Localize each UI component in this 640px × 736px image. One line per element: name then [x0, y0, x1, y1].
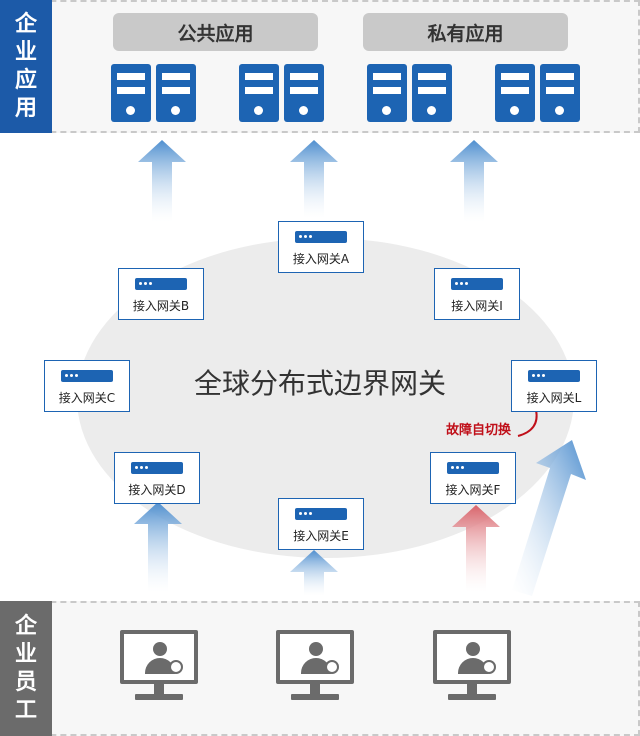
failover-label: 故障自切换: [446, 423, 512, 438]
server-icon: [284, 64, 324, 122]
gateway-icon: [295, 508, 347, 520]
gateway-icon: [528, 370, 580, 382]
enterprise-apps-tag: 企业应用: [0, 0, 52, 133]
gateway-icon: [61, 370, 113, 382]
gateway-d: 接入网关D: [114, 452, 200, 504]
gateway-f: 接入网关F: [430, 452, 516, 504]
wifi-icon: [325, 660, 339, 674]
arrow-up-icon: [134, 502, 182, 592]
arrow-up-icon: [290, 550, 338, 596]
monitor-icon: [433, 630, 511, 700]
private-apps-label: 私有应用: [363, 13, 568, 51]
server-icon: [239, 64, 279, 122]
cloud-title: 全球分布式边界网关: [193, 367, 446, 400]
employees-tag: 企业员工: [0, 601, 52, 736]
user-icon: [153, 642, 167, 656]
server-icon: [111, 64, 151, 122]
gateway-l: 接入网关L: [511, 360, 597, 412]
server-icon: [156, 64, 196, 122]
wifi-icon: [482, 660, 496, 674]
gateway-e: 接入网关E: [278, 498, 364, 550]
gateway-b: 接入网关B: [118, 268, 204, 320]
gateway-i: 接入网关I: [434, 268, 520, 320]
arrow-up-icon: [450, 140, 498, 222]
gateway-icon: [451, 278, 503, 290]
gateway-icon: [135, 278, 187, 290]
gateway-a: 接入网关A: [278, 221, 364, 273]
server-icon: [412, 64, 452, 122]
gateway-icon: [447, 462, 499, 474]
arrow-up-icon: [452, 505, 500, 592]
gateway-c: 接入网关C: [44, 360, 130, 412]
failover-curve: [517, 409, 538, 437]
user-icon: [466, 642, 480, 656]
arrow-up-icon: [512, 440, 586, 596]
public-apps-label: 公共应用: [113, 13, 318, 51]
server-icon: [495, 64, 535, 122]
monitor-icon: [276, 630, 354, 700]
user-icon: [309, 642, 323, 656]
monitor-icon: [120, 630, 198, 700]
server-icon: [540, 64, 580, 122]
arrow-up-icon: [290, 140, 338, 218]
wifi-icon: [169, 660, 183, 674]
server-icon: [367, 64, 407, 122]
arrow-up-icon: [138, 140, 186, 222]
gateway-icon: [295, 231, 347, 243]
gateway-icon: [131, 462, 183, 474]
